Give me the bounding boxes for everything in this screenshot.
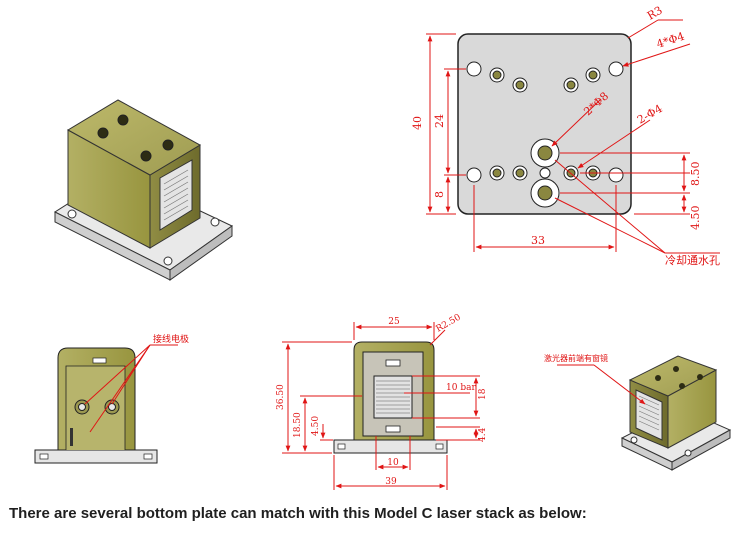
dim-8-50: 8.50 [689,162,702,187]
isometric-view-small: 激光器前端有窗镜 [544,353,732,471]
four-holes-label: 4*Φ4 [655,30,686,51]
dim-10-bottom: 10 [387,458,399,468]
dim-36-50: 36.50 [276,384,286,410]
dim-25: 25 [388,317,400,327]
two-phi4-label: 2-Φ4 [635,102,665,127]
laser-stack-technical-drawing: R3 4*Φ4 2*Φ8 2-Φ4 40 24 8 8.50 4.50 33 冷… [34,4,732,490]
window-label: 激光器前端有窗镜 [544,353,608,363]
dim-4-4: 4.4 [478,427,488,442]
bottom-plate-drawing: R3 4*Φ4 2*Φ8 2-Φ4 40 24 8 8.50 4.50 33 冷… [411,4,720,267]
bar-label: 10 bar [446,383,476,393]
dim-r2-50: R2.50 [435,312,463,334]
cooling-hole-label: 冷却通水孔 [665,254,720,267]
electrode-label: 接线电极 [153,333,189,345]
dim-18-right: 18 [478,388,488,400]
dim-4-50-front: 4.50 [311,416,321,436]
front-view: 25 R2.50 36.50 18.50 4.50 10 bar 18 4.4 … [276,312,488,490]
side-view: 接线电极 [34,333,189,464]
dim-33: 33 [531,234,545,247]
dim-40: 40 [411,116,424,130]
dim-24: 24 [433,114,446,128]
caption-text: There are several bottom plate can match… [9,505,587,522]
dim-8: 8 [433,191,446,198]
dim-39: 39 [385,477,397,487]
dim-18-50: 18.50 [293,412,303,438]
isometric-view-large [53,99,233,281]
dim-4-50: 4.50 [689,206,702,231]
